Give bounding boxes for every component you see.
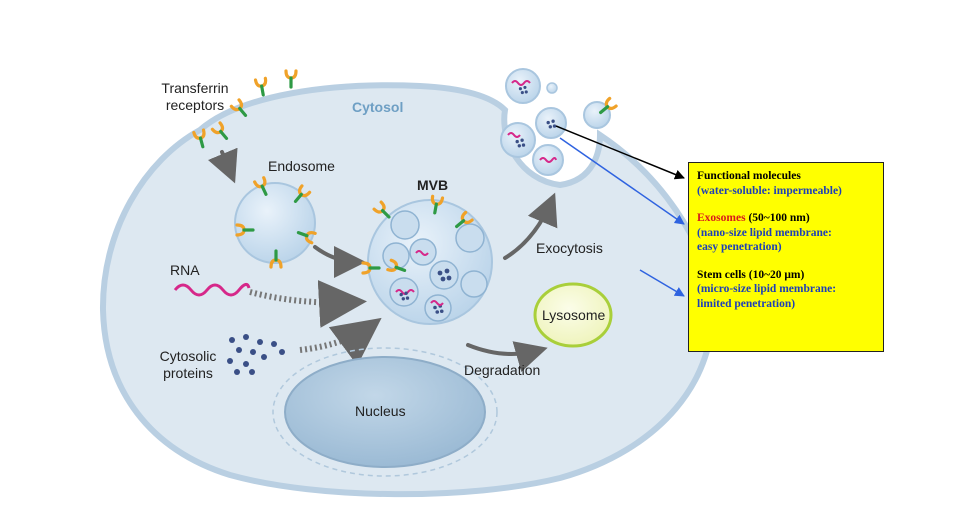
lysosome-label: Lysosome bbox=[542, 307, 606, 323]
nucleus-body bbox=[272, 347, 498, 477]
transport-arrows bbox=[208, 147, 558, 372]
functional-molecules-title: Functional molecules bbox=[697, 170, 801, 182]
exosomes-title-line: Exosomes (50~100 nm) bbox=[697, 211, 877, 226]
stem-cells-title: Stem cells (10~20 μm) bbox=[697, 268, 805, 281]
mvb-label: MVB bbox=[417, 177, 449, 193]
cytosolic-protein-dots bbox=[227, 334, 285, 375]
dotted-arrows bbox=[249, 279, 382, 366]
exosomes-detail-2: easy penetration) bbox=[697, 241, 782, 253]
exosomes-block: Exosomes (50~100 nm) (nano-size lipid me… bbox=[697, 211, 877, 255]
exosome-vesicles bbox=[500, 68, 618, 176]
endosome-label: Endosome bbox=[268, 158, 335, 174]
delivery-comparison-box: Functional molecules (water-soluble: imp… bbox=[688, 162, 884, 352]
exocytosis-label: Exocytosis bbox=[536, 240, 603, 256]
endosome-vesicle bbox=[234, 176, 317, 269]
cytosolic-proteins-label: Cytosolic proteins bbox=[159, 348, 217, 381]
nucleus-label: Nucleus bbox=[355, 403, 406, 419]
functional-molecules-block: Functional molecules (water-soluble: imp… bbox=[697, 169, 877, 198]
functional-molecules-detail: (water-soluble: impermeable) bbox=[697, 184, 842, 197]
lysosome-vesicle bbox=[533, 282, 613, 348]
stem-cells-detail-1: (micro-size lipid membrane: bbox=[697, 283, 837, 295]
transferrin-receptors-label: Transferrin receptors bbox=[161, 80, 229, 113]
stem-cells-block: Stem cells (10~20 μm) (micro-size lipid … bbox=[697, 268, 877, 312]
degradation-label: Degradation bbox=[464, 362, 541, 378]
rna-label: RNA bbox=[170, 262, 200, 278]
rna-strand bbox=[173, 283, 251, 297]
exosomes-title: Exosomes bbox=[697, 212, 746, 224]
mvb-vesicle bbox=[361, 194, 493, 325]
exosomes-size: (50~100 nm) bbox=[745, 212, 810, 224]
stem-cells-detail-2: limited penetration) bbox=[697, 297, 796, 310]
connector-arrows bbox=[555, 125, 685, 297]
exosomes-detail-1: (nano-size lipid membrane: bbox=[697, 226, 832, 239]
cytosol-label: Cytosol bbox=[352, 99, 404, 115]
